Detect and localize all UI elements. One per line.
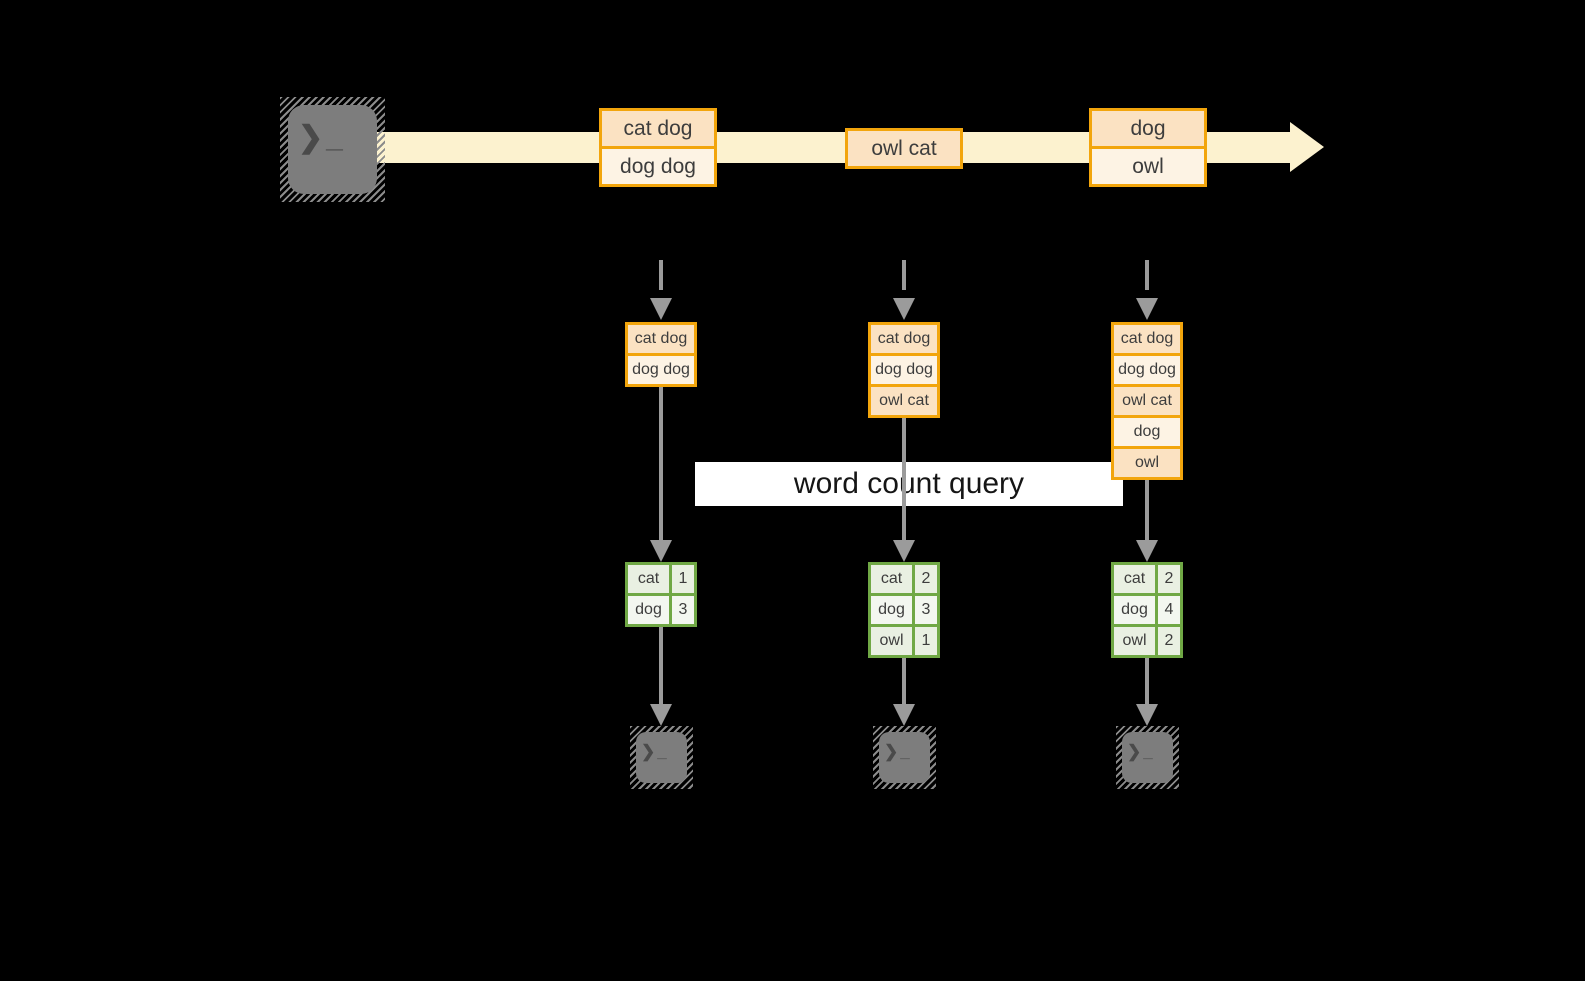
count-cell: 2 bbox=[915, 565, 937, 593]
terminal-body bbox=[636, 732, 687, 783]
arrow-line bbox=[1145, 480, 1149, 545]
arrow-line bbox=[659, 627, 663, 708]
arrow-line bbox=[1145, 658, 1149, 708]
word-cell: dog bbox=[628, 596, 672, 624]
arrow-down-icon bbox=[1136, 704, 1158, 726]
terminal-prompt-icon: ❯_ bbox=[298, 121, 346, 154]
state-item: owl cat bbox=[1114, 384, 1180, 415]
terminal-body bbox=[879, 732, 930, 783]
word-cell: cat bbox=[871, 565, 915, 593]
arrow-down-icon bbox=[650, 540, 672, 562]
terminal-body bbox=[288, 105, 377, 194]
dashed-arrow-line bbox=[659, 260, 663, 290]
arrow-down-icon bbox=[1136, 540, 1158, 562]
state-item: cat dog bbox=[628, 325, 694, 353]
terminal-prompt-icon: ❯_ bbox=[884, 742, 912, 761]
state-item: cat dog bbox=[1114, 325, 1180, 353]
word-cell: cat bbox=[628, 565, 672, 593]
stream-item: owl cat bbox=[848, 131, 960, 166]
count-cell: 3 bbox=[672, 596, 694, 624]
stream-item: cat dog bbox=[602, 111, 714, 146]
arrow-down-icon bbox=[1136, 298, 1158, 320]
arrow-line bbox=[659, 387, 663, 545]
stream-batch-2: owl cat bbox=[845, 128, 963, 169]
source-terminal-icon: ❯_ bbox=[280, 97, 385, 202]
sink-terminal-icon-3: ❯_ bbox=[1116, 726, 1179, 789]
word-cell: dog bbox=[1114, 596, 1158, 624]
state-item: dog dog bbox=[1114, 353, 1180, 384]
arrow-line bbox=[902, 418, 906, 545]
arrow-down-icon bbox=[893, 540, 915, 562]
dashed-arrow-line bbox=[902, 260, 906, 290]
arrow-down-icon bbox=[650, 298, 672, 320]
word-cell: cat bbox=[1114, 565, 1158, 593]
state-item: dog dog bbox=[871, 353, 937, 384]
arrow-line bbox=[902, 658, 906, 708]
count-cell: 3 bbox=[915, 596, 937, 624]
word-cell: dog bbox=[871, 596, 915, 624]
arrow-down-icon bbox=[650, 704, 672, 726]
count-cell: 1 bbox=[915, 627, 937, 655]
stream-item: owl bbox=[1092, 146, 1204, 184]
word-cell: owl bbox=[871, 627, 915, 655]
stream-item: dog bbox=[1092, 111, 1204, 146]
stream-item: dog dog bbox=[602, 146, 714, 184]
dashed-arrow-line bbox=[1145, 260, 1149, 290]
count-cell: 2 bbox=[1158, 627, 1180, 655]
word-cell: owl bbox=[1114, 627, 1158, 655]
state-item: owl cat bbox=[871, 384, 937, 415]
terminal-body bbox=[1122, 732, 1173, 783]
count-cell: 1 bbox=[672, 565, 694, 593]
terminal-prompt-icon: ❯_ bbox=[1127, 742, 1155, 761]
state-item: dog dog bbox=[628, 353, 694, 384]
state-item: owl bbox=[1114, 446, 1180, 477]
sink-terminal-icon-1: ❯_ bbox=[630, 726, 693, 789]
state-item: dog bbox=[1114, 415, 1180, 446]
query-label: word count query bbox=[695, 462, 1123, 506]
arrow-down-icon bbox=[893, 298, 915, 320]
count-cell: 2 bbox=[1158, 565, 1180, 593]
stream-arrow-head-icon bbox=[1290, 122, 1324, 172]
state-item: cat dog bbox=[871, 325, 937, 353]
count-cell: 4 bbox=[1158, 596, 1180, 624]
sink-terminal-icon-2: ❯_ bbox=[873, 726, 936, 789]
terminal-prompt-icon: ❯_ bbox=[641, 742, 669, 761]
arrow-down-icon bbox=[893, 704, 915, 726]
